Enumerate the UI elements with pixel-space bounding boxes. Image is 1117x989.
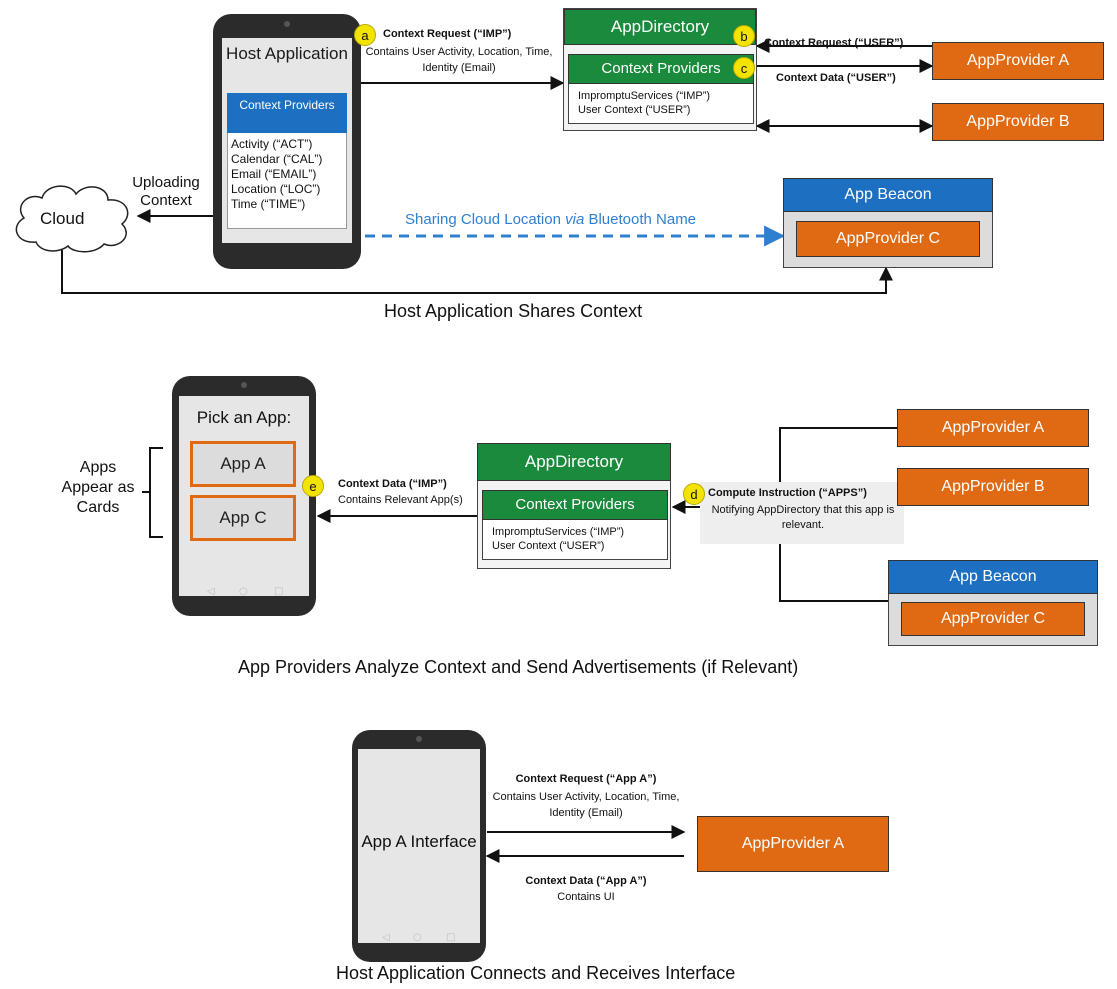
- badge-d: d: [683, 483, 705, 505]
- appdirectory-2-context-providers: Context Providers: [482, 490, 668, 520]
- uploading-context-label: Uploading Context: [132, 174, 200, 209]
- phone-speaker: [284, 21, 290, 27]
- badge-b: b: [733, 25, 755, 47]
- appdirectory-2-header: AppDirectory: [477, 443, 671, 481]
- entry-impromptu: ImpromptuServices (“IMP”): [492, 526, 625, 538]
- request-app-a-body: Contains User Activity, Location, Time, …: [492, 791, 680, 819]
- provider-location: Location (“LOC”): [231, 182, 321, 196]
- nav-back-icon: ◁: [207, 586, 215, 597]
- appprovider-b-2: AppProvider B: [897, 468, 1089, 506]
- compute-instruction-bg: [700, 482, 904, 544]
- pick-app-title: Pick an App:: [196, 408, 292, 427]
- app-beacon-1-header: App Beacon: [783, 178, 993, 212]
- badge-a: a: [354, 24, 376, 46]
- appdirectory-2-providers-box: Context Providers ImpromptuServices (“IM…: [482, 490, 668, 560]
- compute-instruction-body: Notifying AppDirectory that this app is …: [711, 504, 895, 531]
- badge-e: e: [302, 475, 324, 497]
- entry-user-context: User Context (“USER”): [578, 104, 691, 116]
- provider-calendar: Calendar (“CAL”): [231, 152, 323, 166]
- appprovider-c-2: AppProvider C: [901, 602, 1085, 636]
- data-app-a-title: Context Data (“App A”): [525, 875, 647, 887]
- request-imp-title: Context Request (“IMP”): [383, 28, 512, 40]
- pick-phone: Pick an App: App A App C ◁ ○ □: [172, 376, 316, 616]
- host-application-title: Host Application: [226, 44, 348, 63]
- arrow-cloud-to-beacon: [61, 250, 893, 294]
- app-beacon-1: App Beacon AppProvider C: [783, 178, 993, 268]
- app-beacon-2: App Beacon AppProvider C: [888, 560, 1098, 646]
- entry-user-context: User Context (“USER”): [492, 540, 605, 552]
- appdirectory-1-providers-box: Context Providers ImpromptuServices (“IM…: [568, 54, 754, 124]
- context-request-user: Context Request (“USER”): [764, 37, 904, 49]
- nav-back-icon: ◁: [382, 932, 390, 943]
- appdirectory-2-entries: ImpromptuServices (“IMP”) User Context (…: [492, 525, 624, 553]
- compute-instruction-title: Compute Instruction (“APPS”): [708, 487, 867, 499]
- provider-time: Time (“TIME”): [231, 197, 306, 211]
- appdirectory-1-entries: ImpromptuServices (“IMP”) User Context (…: [578, 89, 710, 117]
- appprovider-b-1: AppProvider B: [932, 103, 1104, 141]
- app-beacon-2-header: App Beacon: [888, 560, 1098, 594]
- context-data-imp-title: Context Data (“IMP”): [338, 478, 447, 490]
- host-context-providers-header: Context Providers: [227, 93, 347, 133]
- caption-3: Host Application Connects and Receives I…: [336, 963, 736, 983]
- provider-email: Email (“EMAIL”): [231, 167, 317, 181]
- entry-impromptu: ImpromptuServices (“IMP”): [578, 90, 711, 102]
- interface-phone: App A Interface ◁ ○ □: [352, 730, 486, 962]
- cloud-label: Cloud: [40, 209, 85, 228]
- interface-phone-screen: App A Interface ◁ ○ □: [358, 749, 480, 943]
- app-a-interface-title: App A Interface: [361, 832, 477, 851]
- pick-phone-screen: Pick an App: App A App C ◁ ○ □: [179, 396, 309, 597]
- appprovider-a-3: AppProvider A: [697, 816, 889, 872]
- appprovider-a-1: AppProvider A: [932, 42, 1104, 80]
- nav-recent-icon: □: [274, 586, 284, 597]
- sharing-cloud-label: Sharing Cloud Location via Bluetooth Nam…: [405, 211, 696, 228]
- context-data-user: Context Data (“USER”): [776, 72, 896, 84]
- host-phone-screen: Host Application Context Providers Activ…: [222, 38, 352, 243]
- sharing-suffix: Bluetooth Name: [584, 211, 697, 228]
- sharing-prefix: Sharing Cloud Location: [405, 211, 566, 228]
- appprovider-c-1: AppProvider C: [796, 221, 980, 257]
- provider-activity: Activity (“ACT”): [231, 137, 313, 151]
- caption-1: Host Application Shares Context: [384, 301, 643, 321]
- request-imp-body: Contains User Activity, Location, Time, …: [365, 46, 553, 74]
- data-app-a-body: Contains UI: [557, 891, 615, 903]
- cloud-icon: [15, 185, 129, 253]
- appprovider-a-2: AppProvider A: [897, 409, 1089, 447]
- host-phone: Host Application Context Providers Activ…: [213, 14, 361, 269]
- app-card-a[interactable]: App A: [190, 441, 296, 487]
- appdirectory-1-context-providers: Context Providers: [568, 54, 754, 84]
- app-card-c[interactable]: App C: [190, 495, 296, 541]
- apps-appear-label: Apps Appear as Cards: [61, 459, 135, 516]
- context-data-imp-body: Contains Relevant App(s): [338, 494, 463, 506]
- request-app-a-title: Context Request (“App A”): [515, 773, 657, 785]
- nav-recent-icon: □: [446, 932, 456, 943]
- badge-c: c: [733, 57, 755, 79]
- appdirectory-1: AppDirectory Context Providers Impromptu…: [563, 8, 757, 131]
- appdirectory-2: AppDirectory Context Providers Impromptu…: [477, 443, 671, 569]
- caption-2: App Providers Analyze Context and Send A…: [238, 657, 799, 677]
- phone-speaker: [241, 382, 247, 388]
- appdirectory-1-header: AppDirectory: [564, 9, 756, 45]
- sharing-via: via: [565, 211, 585, 228]
- apps-bracket: [149, 447, 163, 538]
- phone-speaker: [416, 736, 422, 742]
- nav-home-icon: ○: [413, 932, 422, 943]
- nav-home-icon: ○: [239, 586, 248, 597]
- host-context-providers-list: Activity (“ACT”) Calendar (“CAL”) Email …: [227, 133, 347, 229]
